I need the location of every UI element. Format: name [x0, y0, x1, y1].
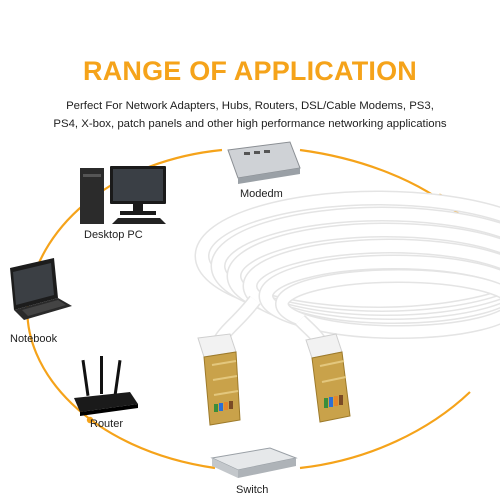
switch-label: Switch	[236, 484, 269, 496]
connection-arc-bottom	[299, 391, 471, 470]
desktop-pc-label: Desktop PC	[84, 229, 143, 241]
modem-label: Modedm	[240, 188, 283, 200]
modem-icon	[227, 141, 301, 184]
router-label: Router	[90, 418, 124, 430]
page-title: RANGE OF APPLICATION	[83, 56, 417, 86]
notebook-label: Notebook	[10, 333, 58, 345]
rj45-connector-left	[197, 333, 241, 426]
rj45-connector-right	[305, 333, 351, 423]
subtitle-line-2: PS4, X-box, patch panels and other high …	[53, 118, 447, 130]
cable-coil	[194, 190, 500, 349]
switch-icon	[210, 447, 298, 478]
notebook-icon	[10, 258, 72, 320]
desktop-pc-icon	[80, 166, 166, 224]
subtitle-line-1: Perfect For Network Adapters, Hubs, Rout…	[66, 100, 434, 112]
router-icon	[74, 356, 138, 416]
